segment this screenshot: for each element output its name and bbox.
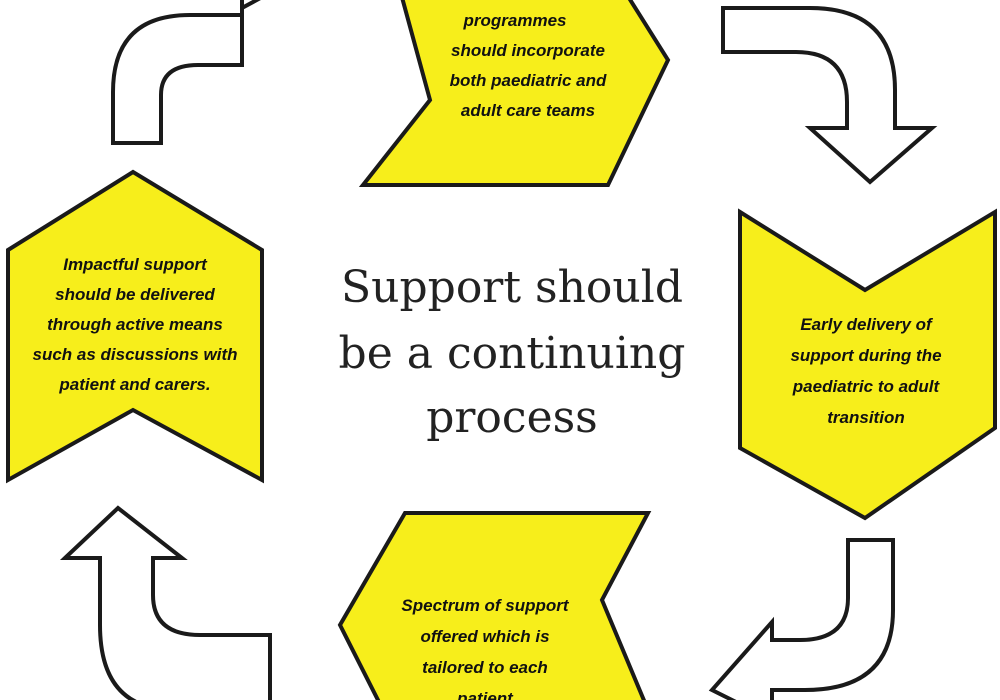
- curved-arrow-bottom-left-icon: [59, 505, 272, 700]
- chevron-box-right: [738, 208, 997, 521]
- bottom-box-line: patient: [456, 689, 514, 700]
- right-box-line: Early delivery of: [800, 315, 934, 334]
- top-box-line: programmes: [463, 11, 567, 30]
- top-box-line: should incorporate: [451, 41, 605, 60]
- right-box-text: Early delivery of support during the pae…: [790, 315, 941, 427]
- curved-arrow-top-right-icon: [721, 6, 938, 185]
- left-box-line: through active means: [47, 315, 223, 334]
- curved-arrow-top-left-icon: [111, 0, 261, 145]
- left-box-line: patient and carers.: [58, 375, 210, 394]
- top-box-text: programmes should incorporate both paedi…: [450, 11, 607, 120]
- right-box-line: support during the: [790, 346, 941, 365]
- left-box-text: Impactful support should be delivered th…: [32, 255, 237, 394]
- center-title-line: be a continuing: [339, 328, 686, 379]
- bottom-box-text: Spectrum of support offered which is tai…: [401, 596, 570, 700]
- chevron-box-bottom: [337, 511, 652, 700]
- right-box-line: paediatric to adult: [792, 377, 941, 396]
- bottom-box-line: offered which is: [420, 627, 549, 646]
- chevron-box-top: [358, 0, 671, 187]
- curved-arrow-bottom-right-icon: [708, 538, 895, 700]
- top-box-line: adult care teams: [461, 101, 595, 120]
- center-title-line: process: [426, 392, 598, 443]
- center-title: Support should be a continuing process: [339, 262, 686, 443]
- bottom-box-line: Spectrum of support: [401, 596, 570, 615]
- right-box-line: transition: [827, 408, 904, 427]
- left-box-line: such as discussions with: [32, 345, 237, 364]
- bottom-box-line: tailored to each: [422, 658, 548, 677]
- left-box-line: should be delivered: [55, 285, 215, 304]
- center-title-line: Support should: [341, 262, 683, 313]
- left-box-line: Impactful support: [63, 255, 208, 274]
- top-box-line: both paediatric and: [450, 71, 607, 90]
- chevron-box-left: [6, 169, 264, 484]
